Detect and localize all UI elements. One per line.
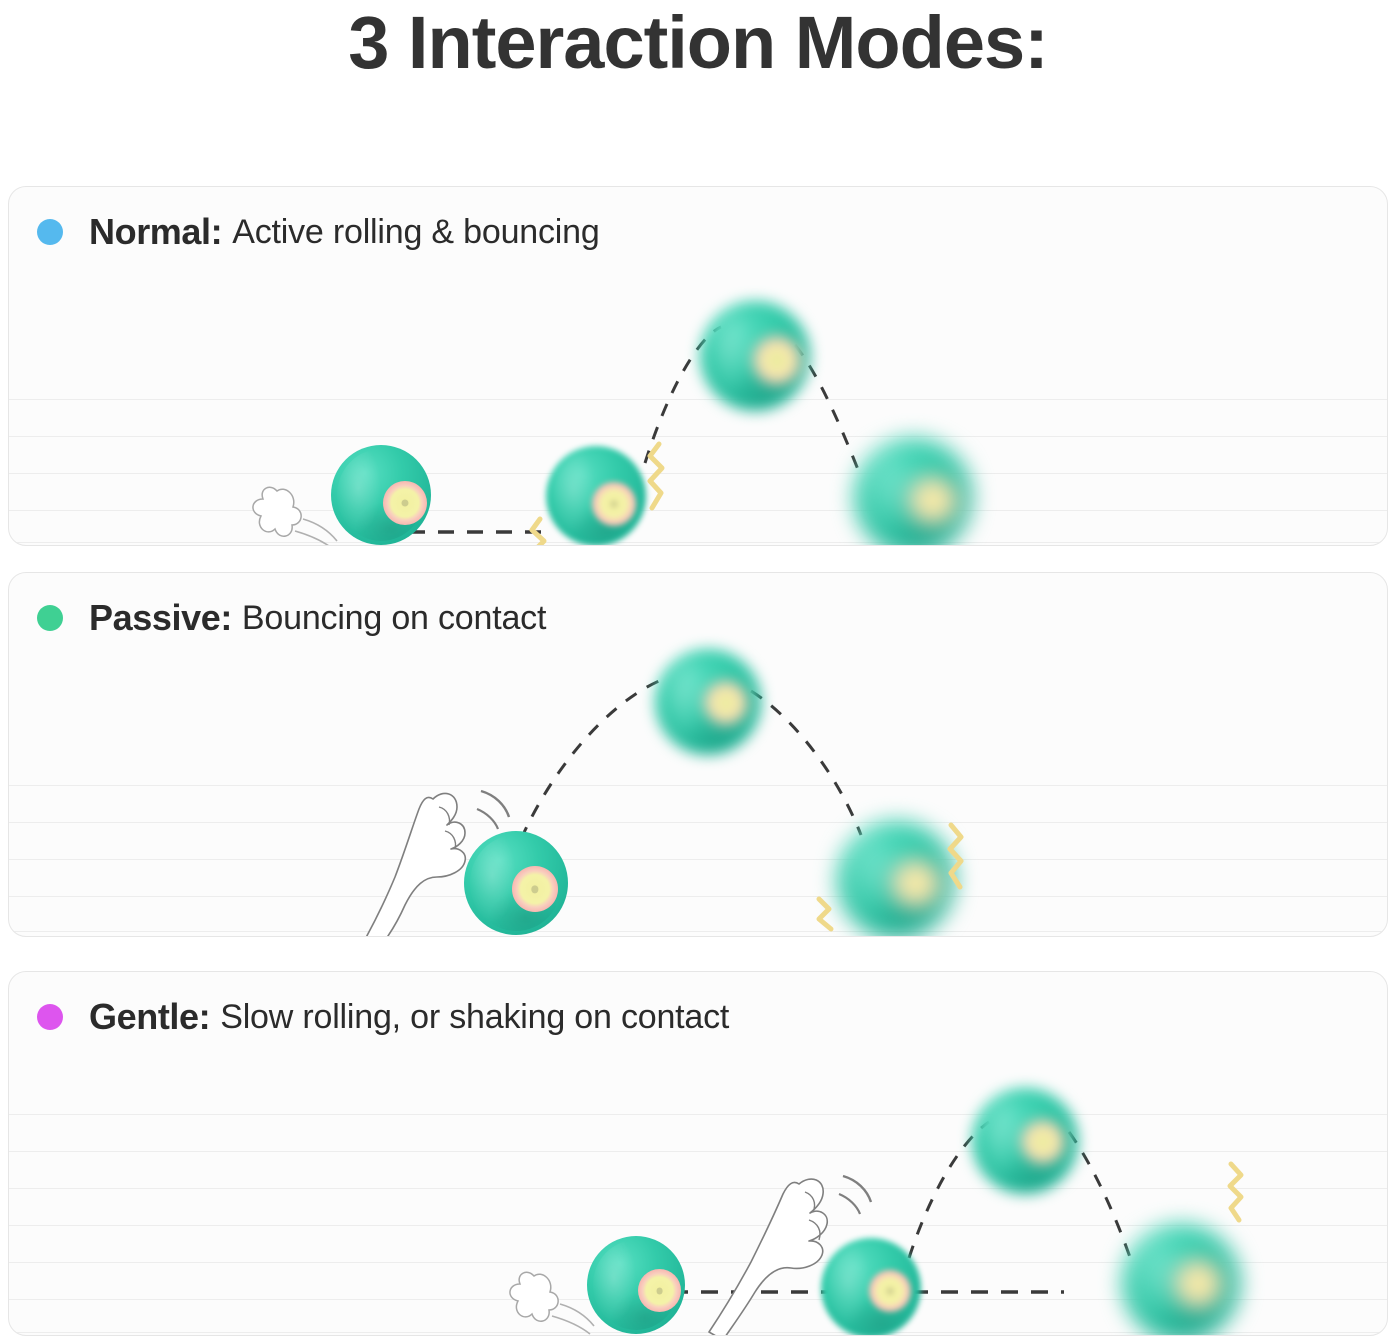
vibration-squiggle-icon [1227,1161,1244,1223]
ball-core-icon [1173,1259,1224,1309]
mode-card-normal: Normal: Active rolling & bouncing [8,186,1388,546]
ball-core-icon [869,1270,911,1312]
scene-gentle [9,972,1387,1335]
ball-landing [854,438,972,545]
ball-core-icon [511,866,558,913]
ball-rolling [331,445,431,545]
ball-core-icon [891,858,941,909]
ball-takeoff [546,446,646,545]
ball-core-icon [383,481,427,525]
mode-card-list: Normal: Active rolling & bouncing [8,186,1388,1336]
ball-apex [655,649,761,755]
mode-description-passive: Bouncing on contact [241,598,547,637]
ball-apex [972,1088,1078,1194]
ball-core-icon [752,336,802,385]
dust-puff-icon [252,486,338,545]
mode-description-normal: Active rolling & bouncing [232,212,600,251]
paw-icon [708,1174,873,1335]
mode-description-gentle: Slow rolling, or shaking on contact [220,997,730,1036]
mode-header-gentle: Gentle: Slow rolling, or shaking on cont… [37,996,729,1038]
ball-core-icon [637,1269,682,1313]
scene-normal [9,187,1387,545]
mode-header-normal: Normal: Active rolling & bouncing [37,211,600,253]
mode-label-passive: Passive: [89,597,232,638]
mode-dot-normal [37,219,63,245]
ball-at-paw [821,1238,921,1335]
scene-passive [9,573,1387,936]
trajectory-ground-normal [409,325,863,534]
mode-dot-gentle [37,1004,63,1030]
mode-header-passive: Passive: Bouncing on contact [37,597,546,639]
ball-core-icon [592,482,636,526]
mode-card-passive: Passive: Bouncing on contact [8,572,1388,937]
mode-card-gentle: Gentle: Slow rolling, or shaking on cont… [8,971,1388,1336]
mode-label-gentle: Gentle: [89,996,211,1037]
ball-landing [837,821,955,936]
mode-label-normal: Normal: [89,211,223,252]
dust-puff-icon [509,1271,595,1335]
vibration-squiggle-icon [816,896,834,932]
vibration-squiggle-icon [529,516,547,545]
vibration-squiggle-icon [947,822,964,890]
ball-core-icon [1020,1119,1066,1165]
paw-icon [365,789,511,936]
mode-dot-passive [37,605,63,631]
ball-at-paw [464,831,568,935]
page-title: 3 Interaction Modes: [348,1,1049,84]
ball-rolling [587,1236,685,1334]
ball-landing [1122,1224,1240,1335]
ball-core-icon [908,475,958,526]
trajectory-arc-passive [519,675,863,840]
ball-apex [700,301,810,411]
vibration-squiggle-icon [647,441,665,511]
ball-core-icon [703,680,749,726]
